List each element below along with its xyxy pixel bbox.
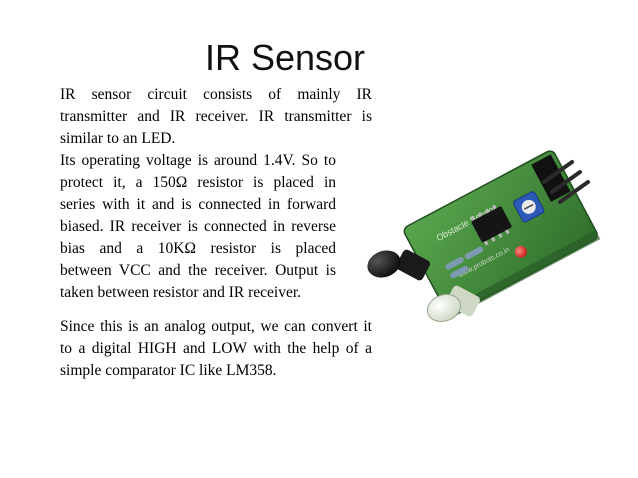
paragraph-3: Since this is an analog output, we can c…	[60, 316, 372, 382]
text-line: between VCC and the receiver. Output is	[60, 262, 336, 279]
header-pins	[542, 160, 590, 204]
paragraph-2: Its operating voltage is around 1.4V. So…	[60, 150, 336, 304]
slide-title: IR Sensor	[204, 37, 366, 78]
text-line: similar to an LED.	[60, 130, 176, 147]
paragraph-1: IR sensor circuit consists of mainly IR …	[60, 84, 372, 150]
text-line: protect it, a 150Ω resistor is placed in	[60, 174, 336, 191]
text-line: series with it and is connected in forwa…	[60, 196, 336, 213]
text-line: bias and a 10KΩ resistor is placed	[60, 240, 336, 257]
text-line: transmitter and IR receiver. IR transmit…	[60, 108, 372, 125]
text-line: biased. IR receiver is connected in reve…	[60, 218, 336, 235]
text-line: IR sensor circuit consists of mainly IR	[60, 86, 372, 103]
ir-receiver-led	[367, 249, 430, 281]
text-line: simple comparator IC like LM358.	[60, 362, 277, 379]
text-line: Since this is an analog output, we can c…	[60, 318, 372, 335]
text-line: taken between resistor and IR receiver.	[60, 284, 302, 301]
pcb-board: Obstacle Sensor www.probots.co.in	[403, 150, 601, 319]
resistor-row	[445, 246, 484, 279]
text-line: to a digital HIGH and LOW with the help …	[60, 340, 372, 357]
text-line: Its operating voltage is around 1.4V. So…	[60, 152, 336, 169]
ir-transmitter-led	[426, 285, 480, 323]
ir-sensor-module-image: Obstacle Sensor www.probots.co.in	[367, 150, 601, 323]
